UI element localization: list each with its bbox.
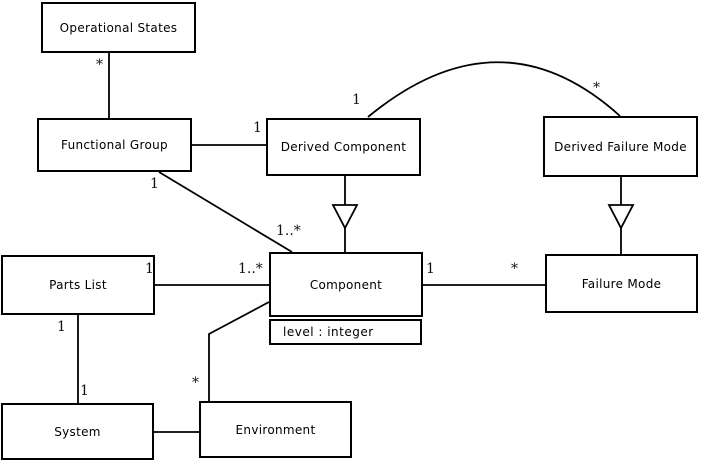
multiplicity-label: 1 [253,120,262,136]
multiplicity-label: 1 [145,261,154,277]
class-system[interactable]: System [1,403,154,460]
multiplicity-label: 1 [352,92,361,108]
multiplicity-label: * [511,261,518,277]
class-name-label: Functional Group [61,138,168,152]
class-name-label: Component [309,277,383,292]
multiplicity-label: 1 [426,261,435,277]
class-name-label: System [54,424,101,439]
edge-derived-component-derived-failure-mode-arc [367,61,621,118]
class-failure-mode[interactable]: Failure Mode [545,254,698,313]
edge-functional-group-component [158,171,293,253]
attribute-label: level : integer [283,325,374,339]
class-name-label: Derived Failure Mode [554,139,687,154]
class-name-label: Derived Component [280,140,407,154]
generalization-arrow-icon [331,204,359,230]
class-derived-failure-mode[interactable]: Derived Failure Mode [543,116,698,177]
class-name-label: Parts List [49,278,107,292]
class-operational-states[interactable]: Operational States [41,2,196,53]
multiplicity-label: 1 [80,383,89,399]
generalization-arrow-icon [607,204,635,230]
class-functional-group[interactable]: Functional Group [37,118,192,172]
class-parts-list[interactable]: Parts List [1,255,155,315]
class-name-label: Operational States [59,20,178,35]
multiplicity-label: * [593,80,600,96]
multiplicity-label: * [192,375,199,391]
class-environment[interactable]: Environment [199,401,352,458]
class-derived-component[interactable]: Derived Component [266,118,421,176]
multiplicity-label: 1 [57,319,66,335]
multiplicity-label: 1..* [238,261,263,277]
edge-environment-component [208,301,270,401]
multiplicity-label: 1..* [276,223,301,239]
class-component[interactable]: Component [269,252,423,317]
multiplicity-label: * [96,57,103,73]
multiplicity-label: 1 [150,176,159,192]
component-attribute-compartment[interactable]: level : integer [269,319,422,345]
class-name-label: Environment [235,422,316,437]
class-name-label: Failure Mode [581,276,662,291]
